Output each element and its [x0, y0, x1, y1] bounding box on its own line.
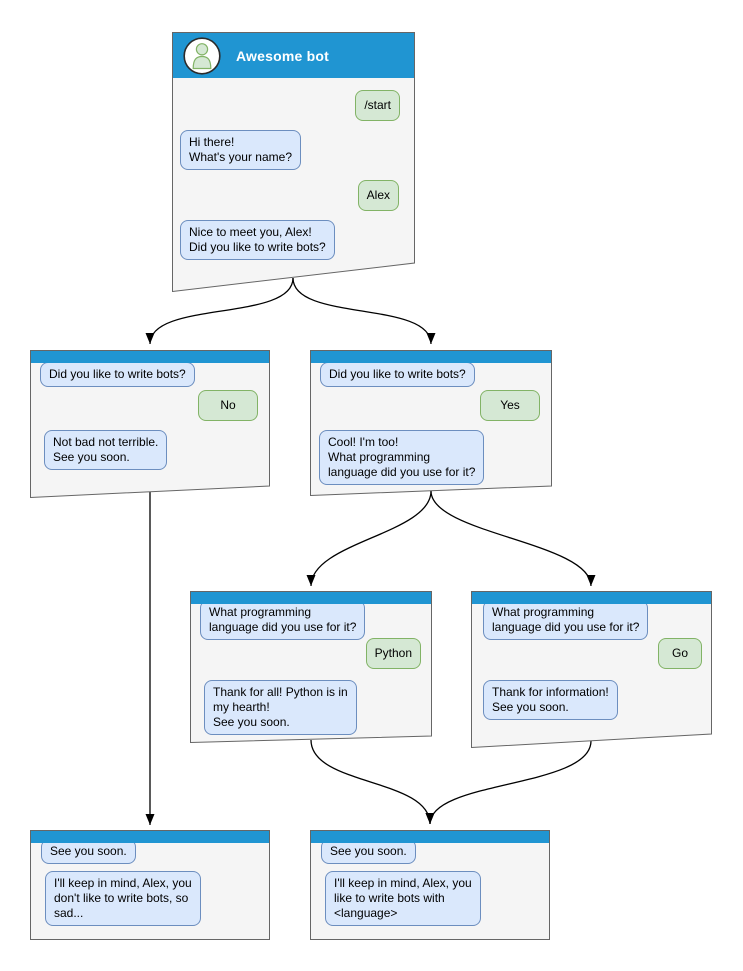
- window-titlebar: Awesome bot: [173, 33, 414, 78]
- flow-arrow-yes-to-python: [306, 490, 432, 587]
- user-message-bubble: Go: [658, 638, 702, 669]
- bot-message-bubble: Not bad not terrible. See you soon.: [44, 430, 168, 470]
- bot-message-bubble: I'll keep in mind, Alex, you like to wri…: [325, 871, 481, 926]
- user-message-bubble: No: [198, 390, 258, 421]
- chat-window-branch-no: Did you like to write bots? No Not bad n…: [30, 350, 270, 498]
- bot-name-title: Awesome bot: [236, 47, 329, 64]
- bot-message-bubble: See you soon.: [41, 839, 136, 864]
- chat-window-end-language: See you soon. I'll keep in mind, Alex, y…: [310, 830, 550, 940]
- bot-message-bubble: Hi there! What's your name?: [180, 130, 302, 170]
- bot-message-bubble: Thank for all! Python is in my hearth! S…: [204, 680, 357, 735]
- bot-avatar-icon: [183, 36, 221, 75]
- bot-message-bubble: Nice to meet you, Alex! Did you like to …: [180, 220, 335, 260]
- chat-window-start: Awesome bot /start Hi there! What's your…: [172, 32, 415, 292]
- bot-message-bubble: Thank for information! See you soon.: [483, 680, 618, 720]
- user-message-bubble: Python: [365, 638, 421, 669]
- user-message-bubble: /start: [355, 90, 400, 121]
- window-titlebar: [311, 831, 549, 843]
- window-titlebar: [31, 351, 269, 363]
- window-titlebar: [472, 592, 711, 604]
- bot-message-bubble: Did you like to write bots?: [320, 362, 475, 387]
- chat-window-end-no: See you soon. I'll keep in mind, Alex, y…: [30, 830, 270, 940]
- chat-window-branch-go: What programming language did you use fo…: [471, 591, 712, 748]
- chat-window-branch-python: What programming language did you use fo…: [190, 591, 432, 743]
- bot-message-bubble: What programming language did you use fo…: [483, 600, 649, 640]
- window-titlebar: [31, 831, 269, 843]
- flow-arrow-yes-to-go: [430, 490, 596, 587]
- window-titlebar: [311, 351, 551, 363]
- user-message-bubble: Alex: [357, 180, 399, 211]
- chat-window-branch-yes: Did you like to write bots? Yes Cool! I'…: [310, 350, 552, 496]
- flow-arrow-go-to-end: [425, 740, 592, 825]
- flow-arrow-python-to-end: [310, 739, 435, 825]
- bot-message-bubble: Cool! I'm too! What programming language…: [319, 430, 485, 485]
- bot-message-bubble: I'll keep in mind, Alex, you don't like …: [45, 871, 201, 926]
- bot-message-bubble: What programming language did you use fo…: [200, 600, 366, 640]
- window-titlebar: [191, 592, 431, 604]
- user-message-bubble: Yes: [480, 390, 540, 421]
- bot-message-bubble: See you soon.: [321, 839, 416, 864]
- bot-message-bubble: Did you like to write bots?: [40, 362, 195, 387]
